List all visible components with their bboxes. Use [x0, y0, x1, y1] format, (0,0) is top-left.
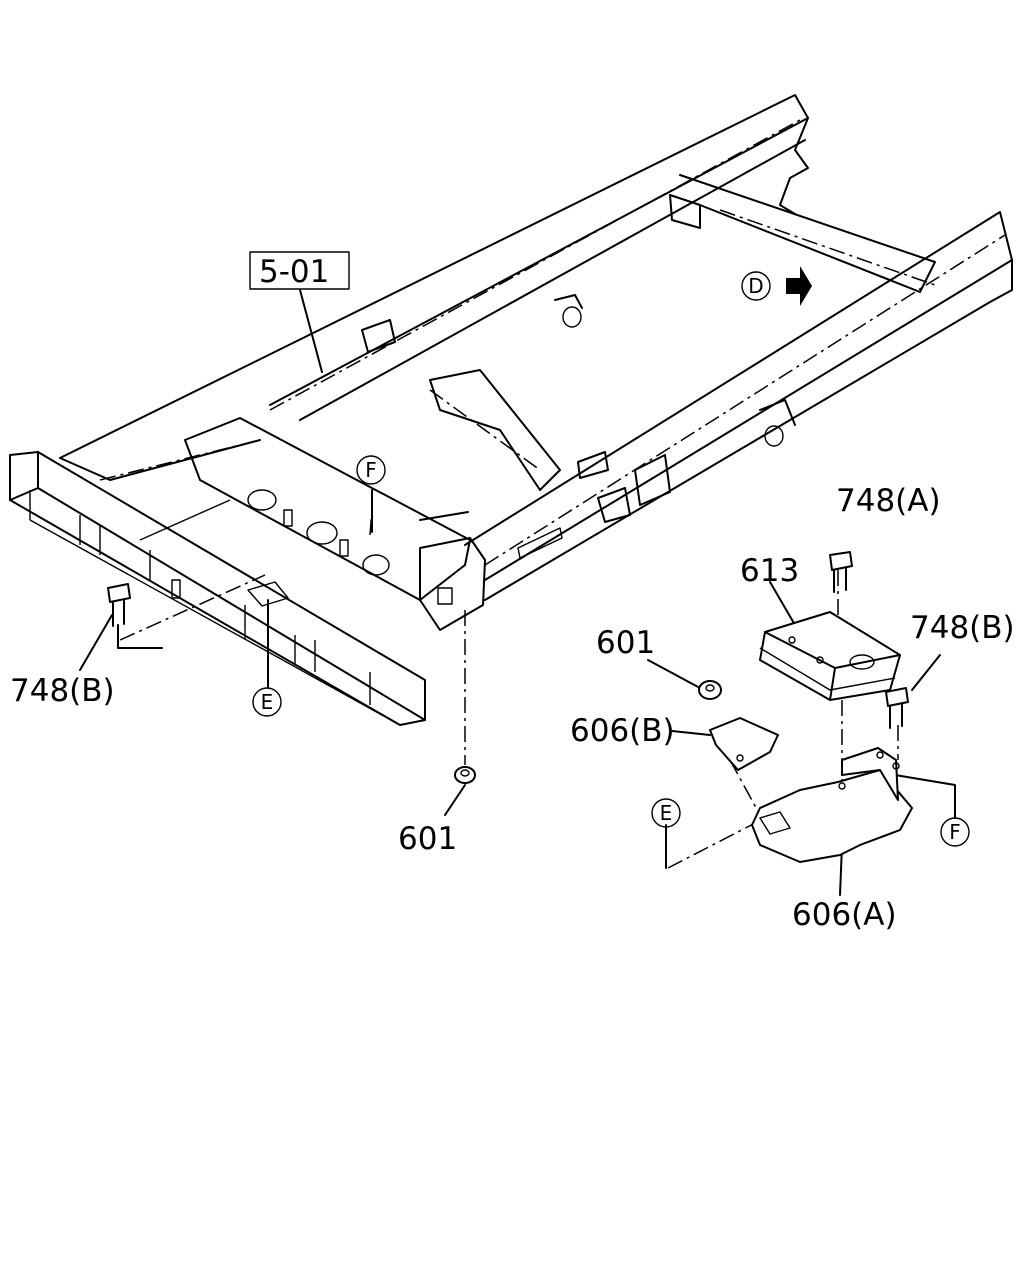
bracket-606b-label: 606(B): [570, 713, 675, 749]
callout-e-bracket: E: [660, 801, 673, 825]
callout-e-frame-circle: [252, 687, 282, 717]
callout-f-frame: F: [365, 458, 377, 482]
nut-601-right: [698, 680, 722, 700]
nut-601-right-label: 601: [596, 625, 655, 661]
nut-601-bottom: [454, 766, 476, 784]
module-613-label: 613: [740, 553, 799, 589]
bracket-606a-label: 606(A): [792, 897, 897, 933]
bracket-606a: [751, 747, 913, 863]
callout-f-bracket: F: [949, 820, 961, 844]
callout-e-bracket-circle: [651, 798, 681, 828]
bracket-606b: [709, 717, 779, 771]
bolt-748b-right-label: 748(B): [910, 610, 1015, 646]
chassis-frame: [9, 94, 1013, 726]
bolt-748b-left-label: 748(B): [10, 673, 115, 709]
leader-lines: [99, 119, 1006, 869]
bolt-748b-right: [885, 687, 909, 729]
bolt-748a: [829, 551, 853, 593]
nut-601-bottom-label: 601: [398, 821, 457, 857]
callout-f-bracket-circle: [940, 817, 970, 847]
bolt-748a-label: 748(A): [836, 483, 941, 519]
callout-e-frame: E: [261, 690, 274, 714]
callout-d: D: [748, 274, 763, 298]
callout-f-frame-circle: [356, 455, 386, 485]
frame-ref-label: 5-01: [259, 254, 329, 290]
callout-d-circle: [741, 271, 771, 301]
bolt-748b-left: [107, 583, 131, 627]
frame-ref-box: [249, 251, 350, 290]
control-module-613: [759, 611, 901, 701]
direction-arrow-icon: [786, 266, 812, 306]
